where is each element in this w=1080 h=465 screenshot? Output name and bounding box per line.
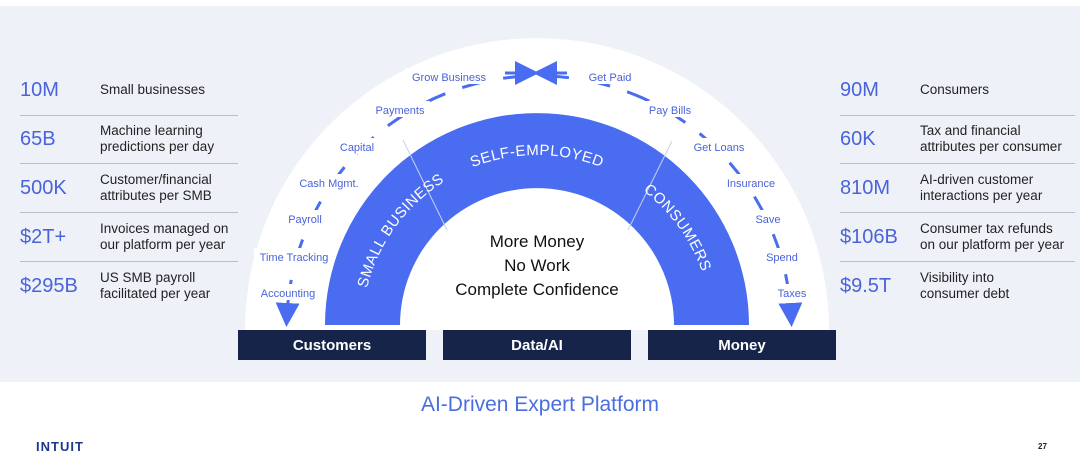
stat-value: 810M — [840, 176, 891, 199]
left-stat: 500K Customer/financial attributes per SM… — [20, 164, 240, 212]
arc-label-taxes: Taxes — [778, 288, 807, 300]
arc-label-time-tracking: Time Tracking — [260, 252, 329, 264]
center-line-3: Complete Confidence — [455, 280, 619, 299]
stat-desc: Invoices managed on our platform per yea… — [100, 221, 229, 252]
divider — [20, 115, 238, 116]
stat-desc: Visibility into consumer debt — [920, 270, 1010, 301]
divider — [840, 261, 1075, 262]
divider — [20, 163, 238, 164]
stat-value: 500K — [20, 176, 67, 199]
stat-desc: US SMB payroll facilitated per year — [100, 270, 211, 301]
stat-desc: Small businesses — [100, 82, 206, 97]
arc-label-payments: Payments — [376, 105, 425, 117]
stat-desc: Tax and financial attributes per consume… — [920, 123, 1062, 154]
right-stat: 810M AI-driven customer interactions per … — [840, 164, 1075, 212]
stat-value: $295B — [20, 274, 78, 297]
arc-label-get-loans: Get Loans — [694, 142, 745, 154]
stat-value: 90M — [840, 78, 879, 101]
left-stat: $295B US SMB payroll facilitated per year — [20, 262, 240, 310]
stat-value: $106B — [840, 225, 898, 248]
slide-title: AI-Driven Expert Platform — [420, 393, 660, 416]
divider — [20, 261, 238, 262]
arc-label-capital: Capital — [340, 142, 374, 154]
customers-bar: Customers — [238, 330, 426, 360]
stat-desc: Consumer tax refunds on our platform per… — [920, 221, 1065, 252]
center-message: More Money No Work Complete Confidence — [437, 230, 637, 302]
customer-band — [325, 113, 749, 325]
stat-desc: Machine learning predictions per day — [100, 123, 215, 154]
stat-desc: Customer/financial attributes per SMB — [100, 172, 212, 203]
money-bar: Money — [648, 330, 836, 360]
arc-label-spend: Spend — [766, 252, 798, 264]
divider — [840, 115, 1075, 116]
right-stat: $9.5T Visibility into consumer debt — [840, 262, 1075, 310]
arc-label-insurance: Insurance — [727, 178, 775, 190]
right-stat: 90M Consumers — [840, 66, 1075, 114]
arc-label-accounting: Accounting — [261, 288, 315, 300]
divider — [840, 212, 1075, 213]
arc-label-pay-bills: Pay Bills — [649, 105, 692, 117]
divider — [840, 163, 1075, 164]
left-stat: $2T+ Invoices managed on our platform per… — [20, 213, 240, 261]
arc-label-cash-mgmt: Cash Mgmt. — [299, 178, 358, 190]
center-line-1: More Money — [489, 232, 585, 251]
arc-label-save: Save — [755, 214, 780, 226]
stat-value: 65B — [20, 127, 56, 150]
stat-value: 10M — [20, 78, 59, 101]
center-line-2: No Work — [504, 256, 570, 275]
band-divider-left — [402, 139, 448, 231]
right-stat: 60K Tax and financial attributes per cons… — [840, 115, 1075, 163]
right-stat: $106B Consumer tax refunds on our platfor… — [840, 213, 1075, 261]
page-number: 27 — [1038, 442, 1047, 451]
arc-label-get-paid: Get Paid — [589, 72, 632, 84]
arc-label-grow-business: Grow Business — [412, 72, 486, 84]
data-ai-bar: Data/AI — [443, 330, 631, 360]
stat-value: $2T+ — [20, 225, 67, 248]
stat-desc: Consumers — [920, 82, 990, 97]
arc-label-payroll: Payroll — [288, 214, 322, 226]
intuit-logo: INTUIT — [36, 439, 84, 454]
band-divider-right — [627, 140, 673, 231]
left-stat: 65B Machine learning predictions per day — [20, 115, 240, 163]
stat-value: $9.5T — [840, 274, 892, 297]
stat-desc: AI-driven customer interactions per year — [920, 172, 1043, 203]
left-stat: 10M Small businesses — [20, 66, 240, 114]
stat-value: 60K — [840, 127, 876, 150]
divider — [20, 212, 238, 213]
